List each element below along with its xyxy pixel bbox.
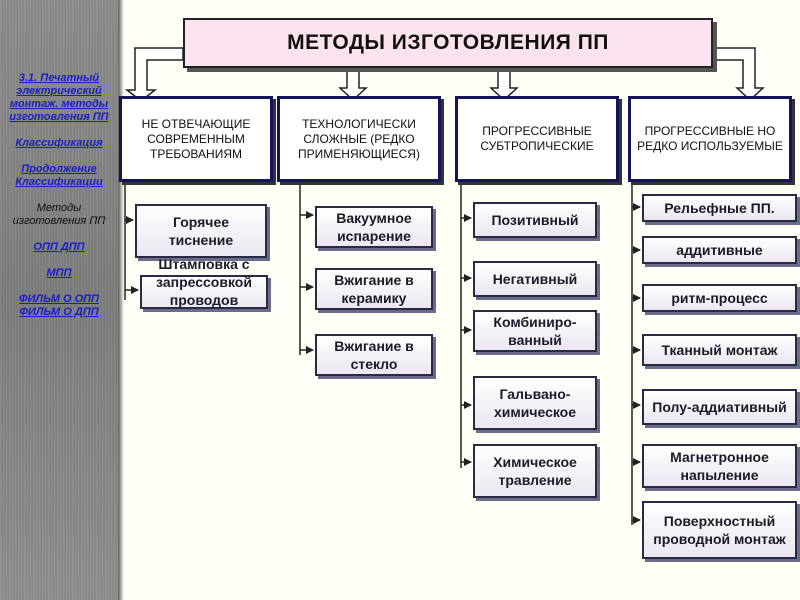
title-connectors — [124, 47, 765, 102]
method-hot-embossing: Горячее тиснение — [135, 204, 267, 258]
method-semi-additive: Полу-аддиативный — [642, 389, 797, 425]
nav-current-page: Методы изготовления ПП — [12, 202, 106, 227]
method-relief-pcb: Рельефные ПП. — [642, 194, 797, 222]
category-technologically-complex: ТЕХНОЛОГИЧЕСКИ СЛОЖНЫЕ (РЕДКО ПРИМЕНЯЮЩИ… — [277, 96, 441, 182]
category-not-modern: НЕ ОТВЕЧАЮЩИЕ СОВРЕМЕННЫМ ТРЕБОВАНИЯМ — [119, 96, 273, 182]
category-1-connectors — [124, 180, 139, 300]
method-rhythm-process: ритм-процесс — [642, 284, 797, 312]
method-galvano-chemical: Гальвано-химическое — [473, 376, 597, 430]
method-additive: аддитивные — [642, 236, 797, 264]
sidebar: 3.1. Печатный электрический монтаж. мето… — [0, 0, 118, 600]
nav-link-classification[interactable]: Классификация — [15, 137, 103, 149]
nav-link-opp-dpp[interactable]: ОПП ДПП — [33, 241, 85, 253]
method-combined: Комбиниро-ванный — [473, 310, 597, 352]
diagram-title: МЕТОДЫ ИЗГОТОВЛЕНИЯ ПП — [183, 18, 713, 68]
method-surface-wire-mounting: Поверхностный проводной монтаж — [642, 501, 797, 559]
method-vacuum-evaporation: Вакуумное испарение — [315, 206, 433, 248]
method-stamping-label: Штамповка с запрессовкой проводов — [156, 256, 252, 308]
category-3-connectors — [460, 182, 472, 468]
category-2-connectors — [299, 182, 314, 355]
method-positive: Позитивный — [473, 202, 597, 238]
category-4-connectors — [631, 182, 641, 525]
sidebar-nav: 3.1. Печатный электрический монтаж. мето… — [4, 72, 114, 319]
nav-link-classification-continued[interactable]: Продолжение Классификации — [15, 163, 103, 188]
method-stamping-with-pressing: Штамповка с запрессовкой проводов — [140, 256, 268, 309]
category-progressive-rarely-used: ПРОГРЕССИВНЫЕ НО РЕДКО ИСПОЛЬЗУЕМЫЕ — [628, 96, 792, 182]
nav-link-section-3-1[interactable]: 3.1. Печатный электрический монтаж. мето… — [9, 72, 109, 123]
method-magnetron-sputtering: Магнетронное напыление — [642, 444, 797, 488]
method-woven-mounting: Тканный монтаж — [642, 334, 797, 366]
category-progressive-subtropical: ПРОГРЕССИВНЫЕ СУБТРОПИЧЕСКИЕ — [455, 96, 619, 182]
sidebar-shadow — [118, 0, 124, 600]
method-firing-into-glass: Вжигание в стекло — [315, 334, 433, 376]
nav-link-film-opp[interactable]: ФИЛЬМ О ОПП — [19, 293, 99, 305]
nav-link-film-dpp[interactable]: ФИЛЬМ О ДПП — [19, 306, 99, 318]
nav-link-mpp[interactable]: МПП — [46, 267, 72, 279]
method-negative: Негативный — [473, 261, 597, 297]
method-chemical-etching: Химическое травление — [473, 444, 597, 498]
method-firing-into-ceramics: Вжигание в керамику — [315, 268, 433, 310]
